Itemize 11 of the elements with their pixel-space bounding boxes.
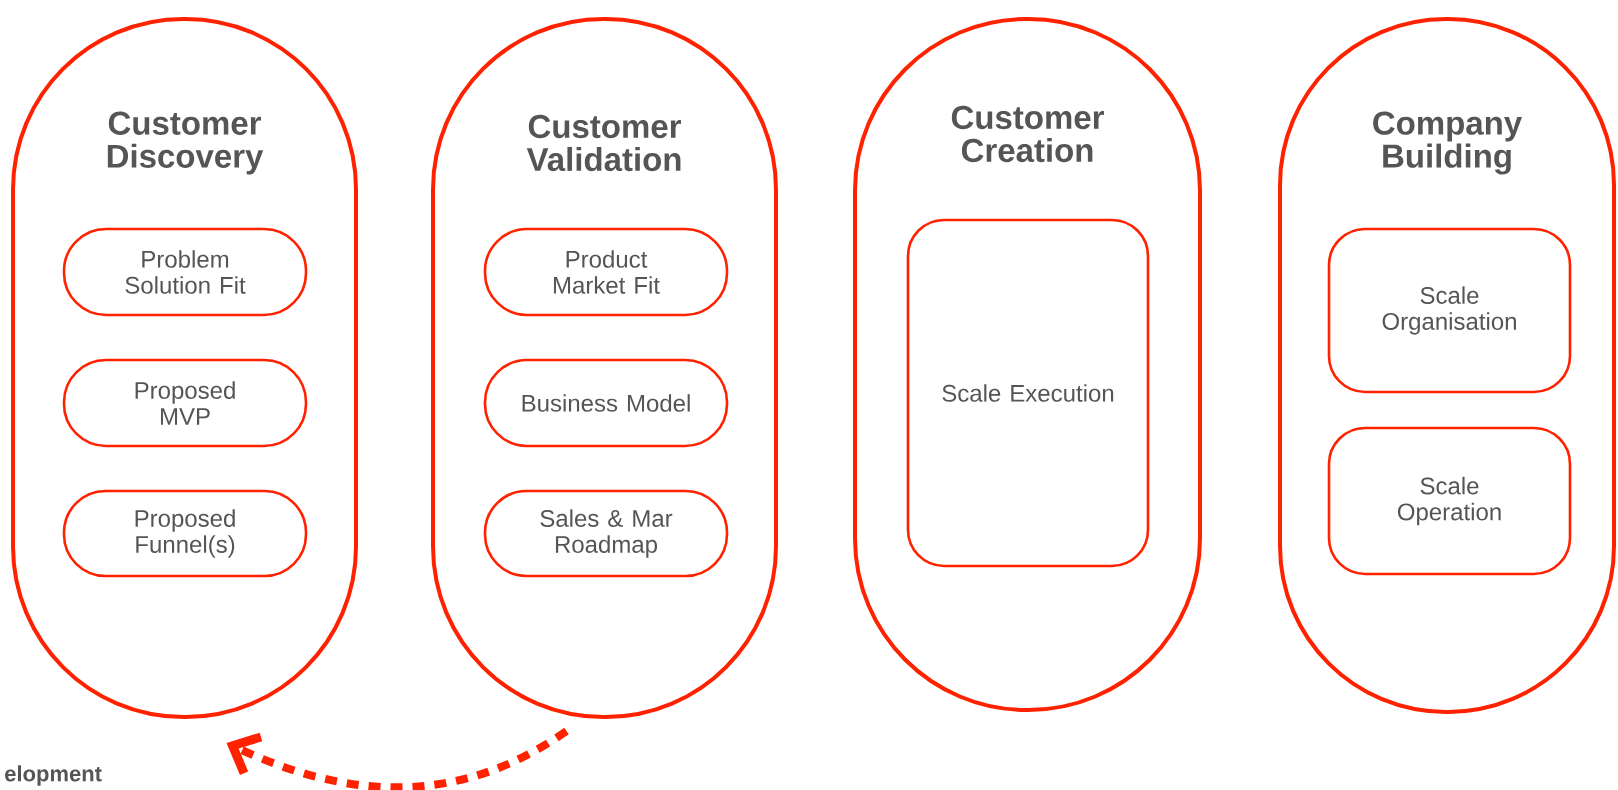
step-box: Business Model bbox=[483, 358, 729, 448]
caption-text: elopment bbox=[5, 765, 102, 786]
step-box: Scale Operation bbox=[1327, 426, 1572, 576]
step-box: Product Market Fit bbox=[483, 227, 729, 317]
step-box: Scale Execution bbox=[906, 218, 1150, 568]
step-box: Sales & Mar Roadmap bbox=[483, 489, 729, 578]
step-box: Proposed Funnel(s) bbox=[62, 489, 308, 578]
arrow bbox=[226, 727, 569, 790]
step-box: Proposed MVP bbox=[62, 358, 308, 448]
step-box: Problem Solution Fit bbox=[62, 227, 308, 317]
step-box: Scale Organisation bbox=[1327, 227, 1572, 394]
